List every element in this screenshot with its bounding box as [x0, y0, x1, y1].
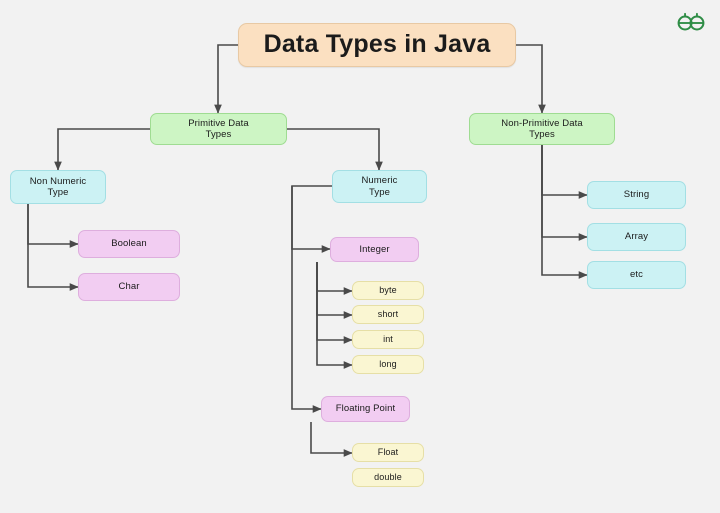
node-label-char: Char [118, 281, 140, 293]
node-label-integer: Integer [359, 243, 390, 255]
node-array: Array [587, 223, 686, 251]
connector-primitive-to-non-numeric [54, 128, 150, 171]
node-label-short: short [377, 309, 399, 320]
connector-non-primitive-to-string [541, 145, 588, 199]
connector-integer-to-long [316, 262, 353, 369]
node-long: long [352, 355, 424, 374]
node-label-etc: etc [630, 269, 643, 281]
node-label-byte: byte [379, 285, 397, 296]
connector-non-primitive-to-etc [541, 145, 588, 279]
node-title: Data Types in Java [238, 23, 516, 67]
node-char: Char [78, 273, 180, 301]
node-boolean: Boolean [78, 230, 180, 258]
node-int: int [352, 330, 424, 349]
node-float: Float [352, 443, 424, 462]
connector-non-primitive-to-array [541, 145, 588, 241]
node-label-boolean: Boolean [111, 238, 147, 250]
node-label-floating-point: Floating Point [335, 403, 396, 415]
connector-title-to-primitive [214, 44, 238, 114]
connector-integer-to-int [316, 262, 353, 344]
node-label-title: Data Types in Java [263, 30, 491, 59]
connector-non-numeric-to-char [27, 204, 79, 291]
connector-numeric-to-floating-point [291, 186, 322, 413]
connector-title-to-non-primitive [516, 44, 546, 114]
node-short: short [352, 305, 424, 324]
node-label-double: double [374, 472, 402, 483]
connector-integer-to-byte [316, 262, 353, 295]
node-byte: byte [352, 281, 424, 300]
geeksforgeeks-logo-icon [674, 10, 708, 36]
connector-non-numeric-to-boolean [27, 204, 79, 248]
connector-numeric-to-integer [291, 185, 332, 253]
node-label-string: String [623, 189, 650, 201]
node-integer: Integer [330, 237, 419, 262]
node-label-array: Array [624, 231, 649, 243]
node-label-float: Float [377, 447, 399, 458]
node-etc: etc [587, 261, 686, 289]
node-floating-point: Floating Point [321, 396, 410, 422]
connector-integer-to-short [316, 262, 353, 319]
connector-primitive-to-numeric [287, 128, 383, 171]
node-label-int: int [383, 334, 393, 345]
node-double: double [352, 468, 424, 487]
connector-floating-point-to-float [310, 422, 353, 457]
node-label-long: long [379, 359, 397, 370]
node-string: String [587, 181, 686, 209]
